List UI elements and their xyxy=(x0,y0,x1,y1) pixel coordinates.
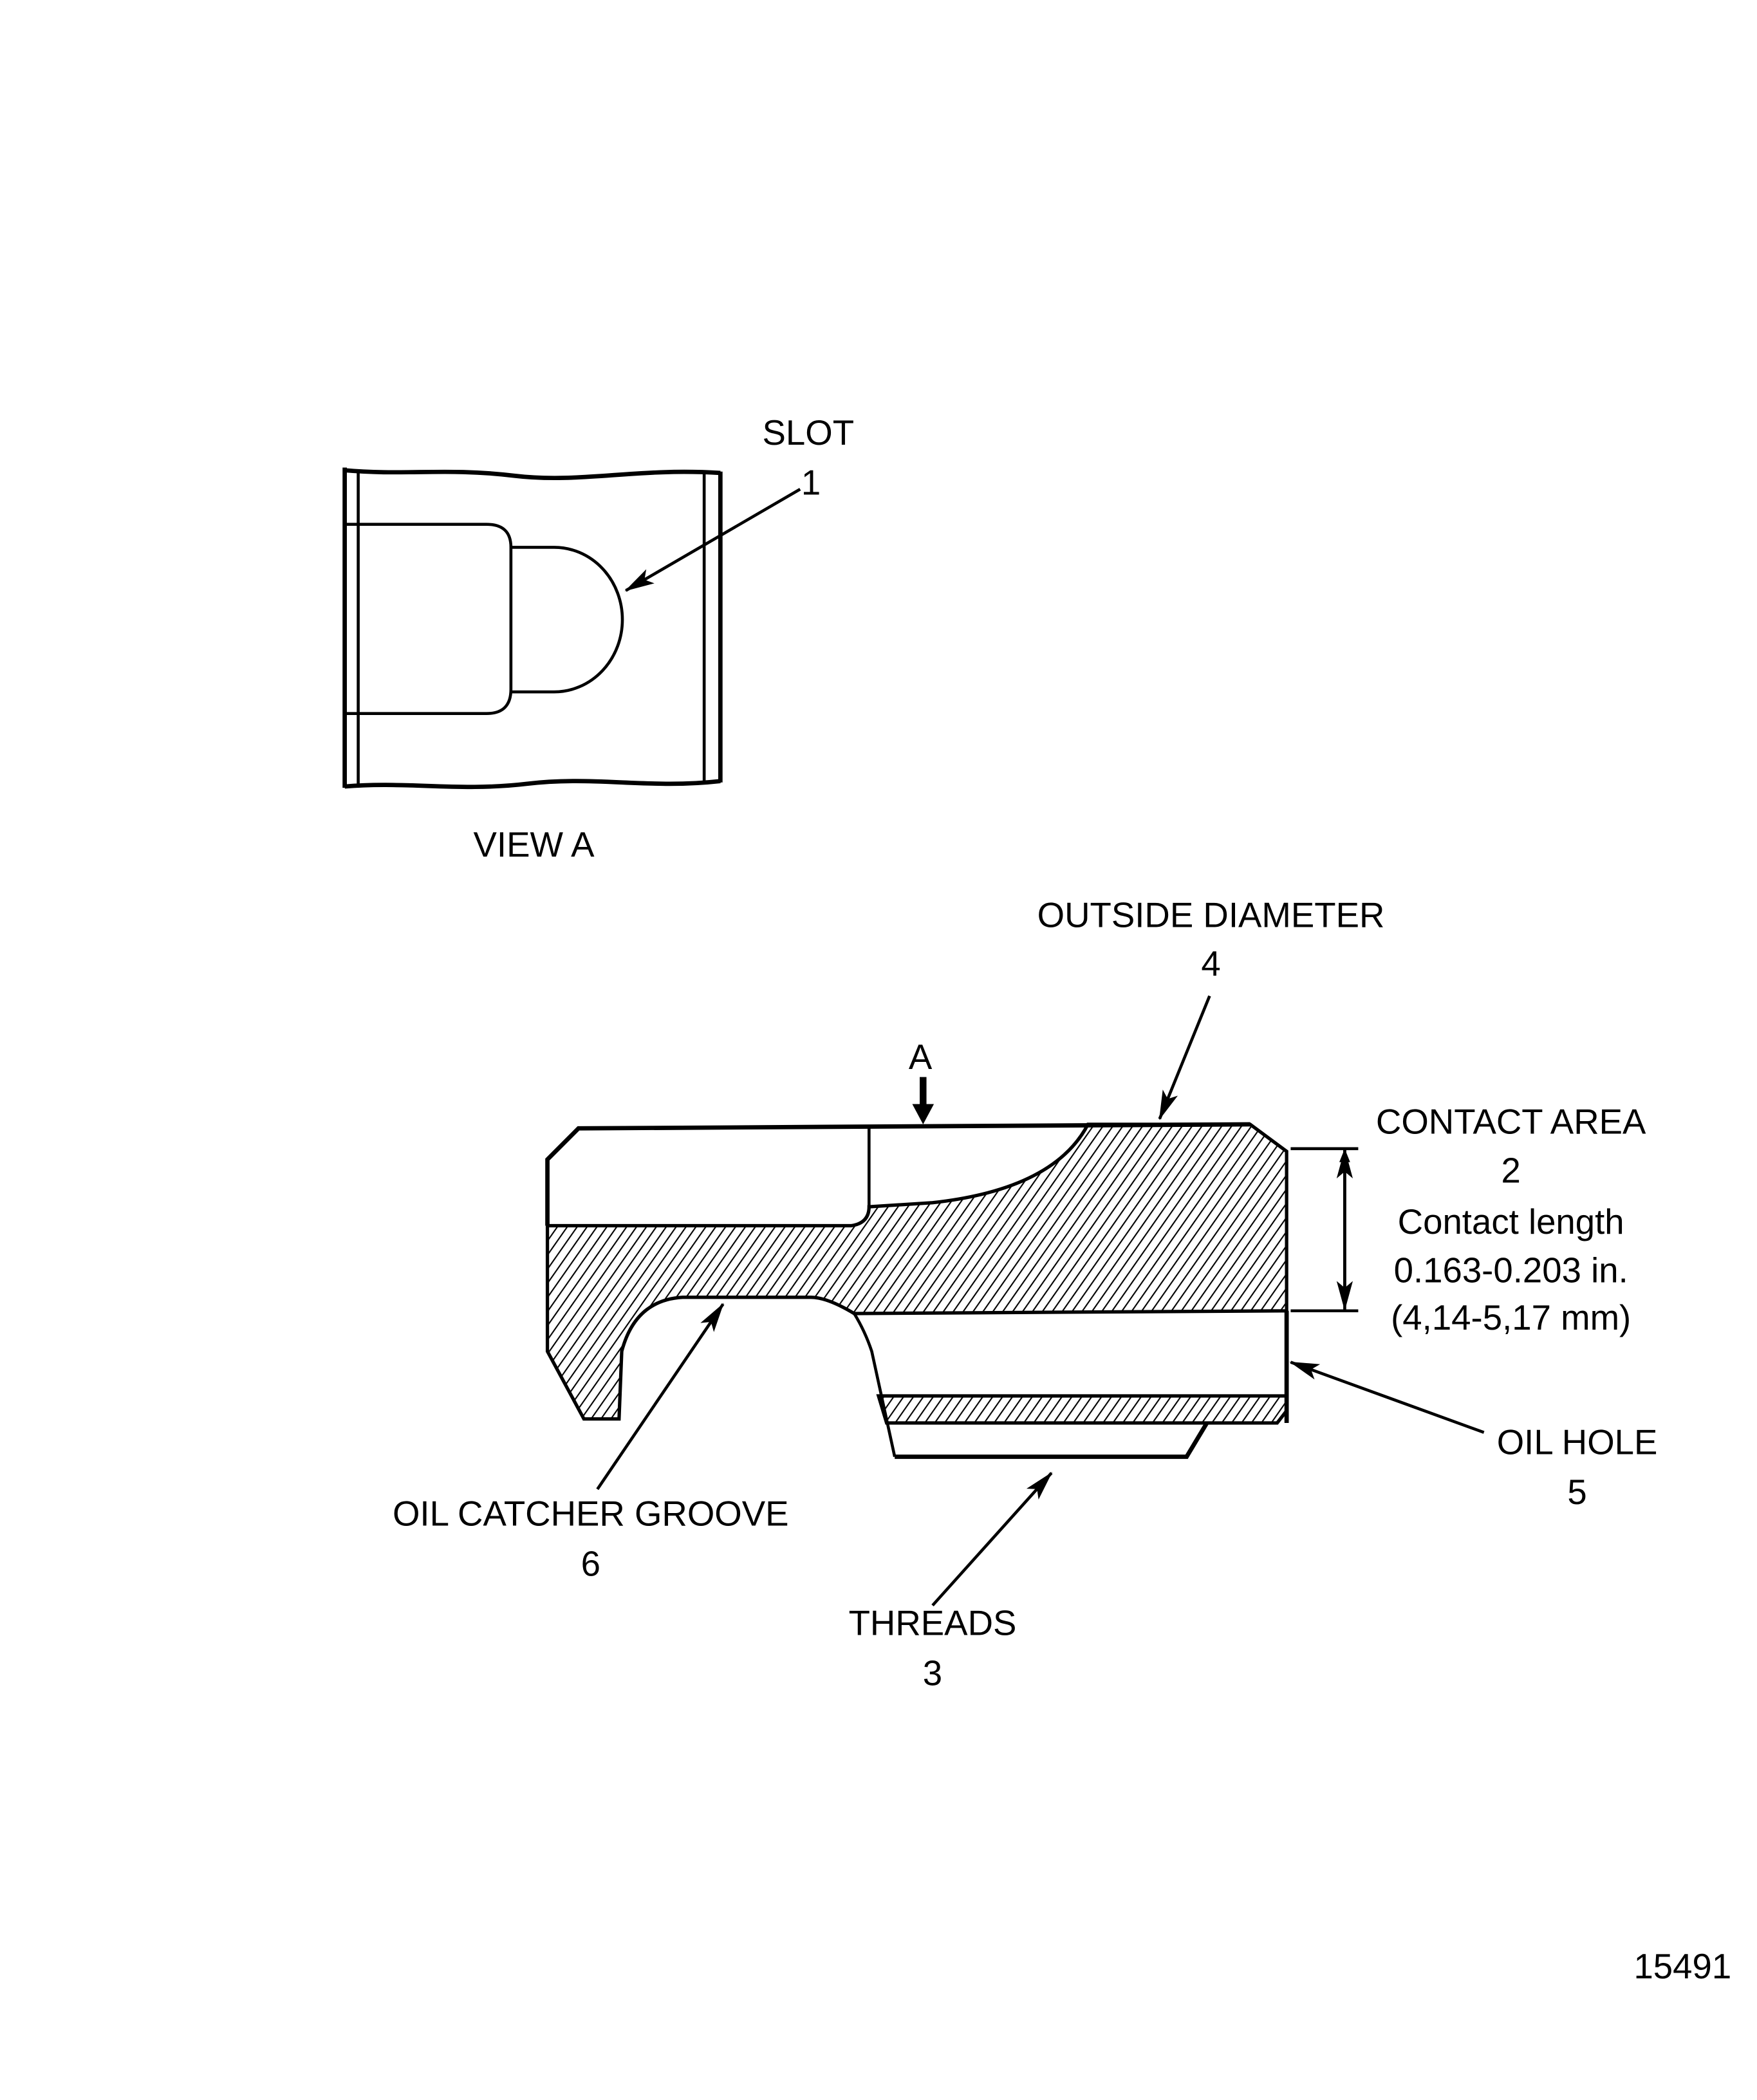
oil-hole-label: OIL HOLE xyxy=(1497,1422,1658,1462)
contact-length-mm: (4,14-5,17 mm) xyxy=(1391,1298,1631,1337)
view-a-title: VIEW A xyxy=(474,825,595,864)
contact-length-label: Contact length xyxy=(1398,1202,1624,1241)
view-marker-a: A xyxy=(909,1037,933,1077)
slot-label: SLOT xyxy=(763,413,855,452)
oil-hole-number: 5 xyxy=(1567,1473,1586,1512)
thread-band xyxy=(876,1394,1288,1425)
groove-number: 6 xyxy=(581,1544,600,1583)
contact-area-label: CONTACT AREA xyxy=(1376,1102,1646,1142)
section-drawing xyxy=(545,995,1485,1607)
hatched-section xyxy=(545,1122,1288,1421)
slot-number: 1 xyxy=(801,463,821,503)
figure-number: 15491 xyxy=(1633,1947,1731,1986)
slot-shape xyxy=(344,523,513,715)
view-a-drawing xyxy=(342,467,801,790)
threads-label: THREADS xyxy=(849,1604,1017,1643)
contact-length-in: 0.163-0.203 in. xyxy=(1394,1251,1628,1290)
contact-area-number: 2 xyxy=(1501,1151,1520,1190)
groove-label: OIL CATCHER GROOVE xyxy=(393,1494,789,1534)
threads-number: 3 xyxy=(923,1653,942,1693)
outside-diameter-label: OUTSIDE DIAMETER xyxy=(1037,895,1385,934)
outside-diameter-number: 4 xyxy=(1201,944,1220,983)
